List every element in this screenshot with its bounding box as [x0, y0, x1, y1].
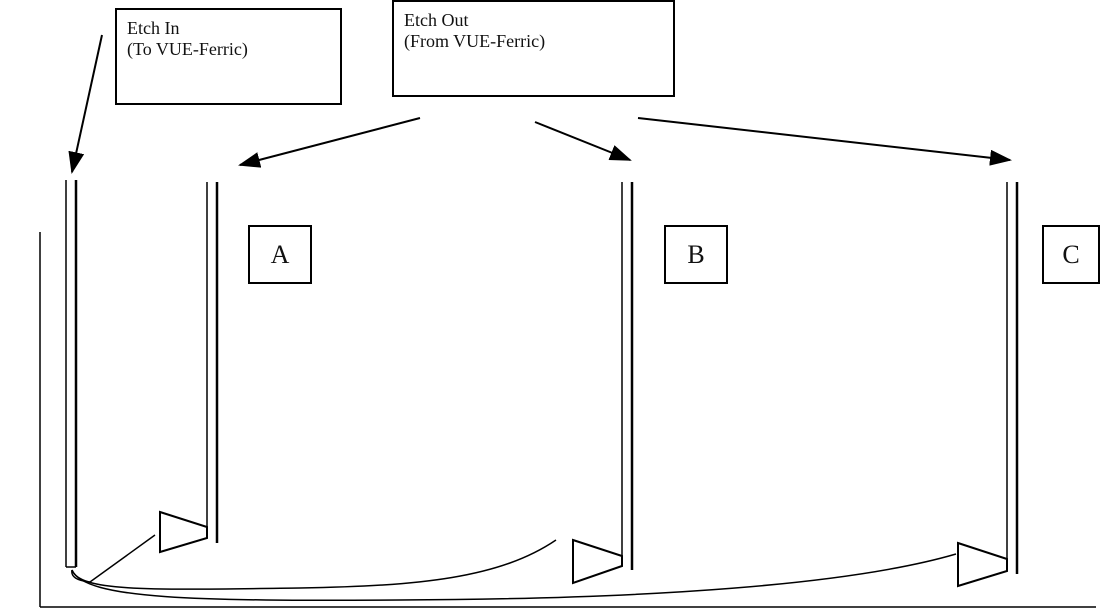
nozzle-b [572, 538, 623, 585]
return-tubing [71, 534, 957, 601]
label-a: A [248, 225, 312, 284]
etch-out-callout: Etch Out (From VUE-Ferric) [392, 0, 675, 97]
label-b-text: B [687, 239, 705, 269]
nozzle-c [957, 541, 1008, 588]
etch-in-title: Etch In [127, 18, 180, 38]
label-c: C [1042, 225, 1100, 284]
outlet-pipe-b [621, 182, 634, 570]
etch-out-arrow-a [238, 117, 421, 168]
etch-out-arrow-c [637, 117, 1012, 166]
label-a-text: A [270, 239, 290, 269]
nozzle-a [159, 510, 208, 554]
outlet-pipe-c [1006, 182, 1019, 574]
label-c-text: C [1062, 239, 1080, 269]
etch-in-subtitle: (To VUE-Ferric) [127, 39, 248, 59]
etch-out-subtitle: (From VUE-Ferric) [404, 31, 546, 51]
label-b: B [664, 225, 728, 284]
etch-out-arrow-b [534, 121, 632, 161]
etch-in-arrow [68, 34, 103, 174]
outlet-pipe-a [206, 182, 219, 543]
etch-in-callout: Etch In (To VUE-Ferric) [115, 8, 342, 105]
etch-out-title: Etch Out [404, 10, 469, 30]
inlet-pipe [65, 180, 78, 568]
